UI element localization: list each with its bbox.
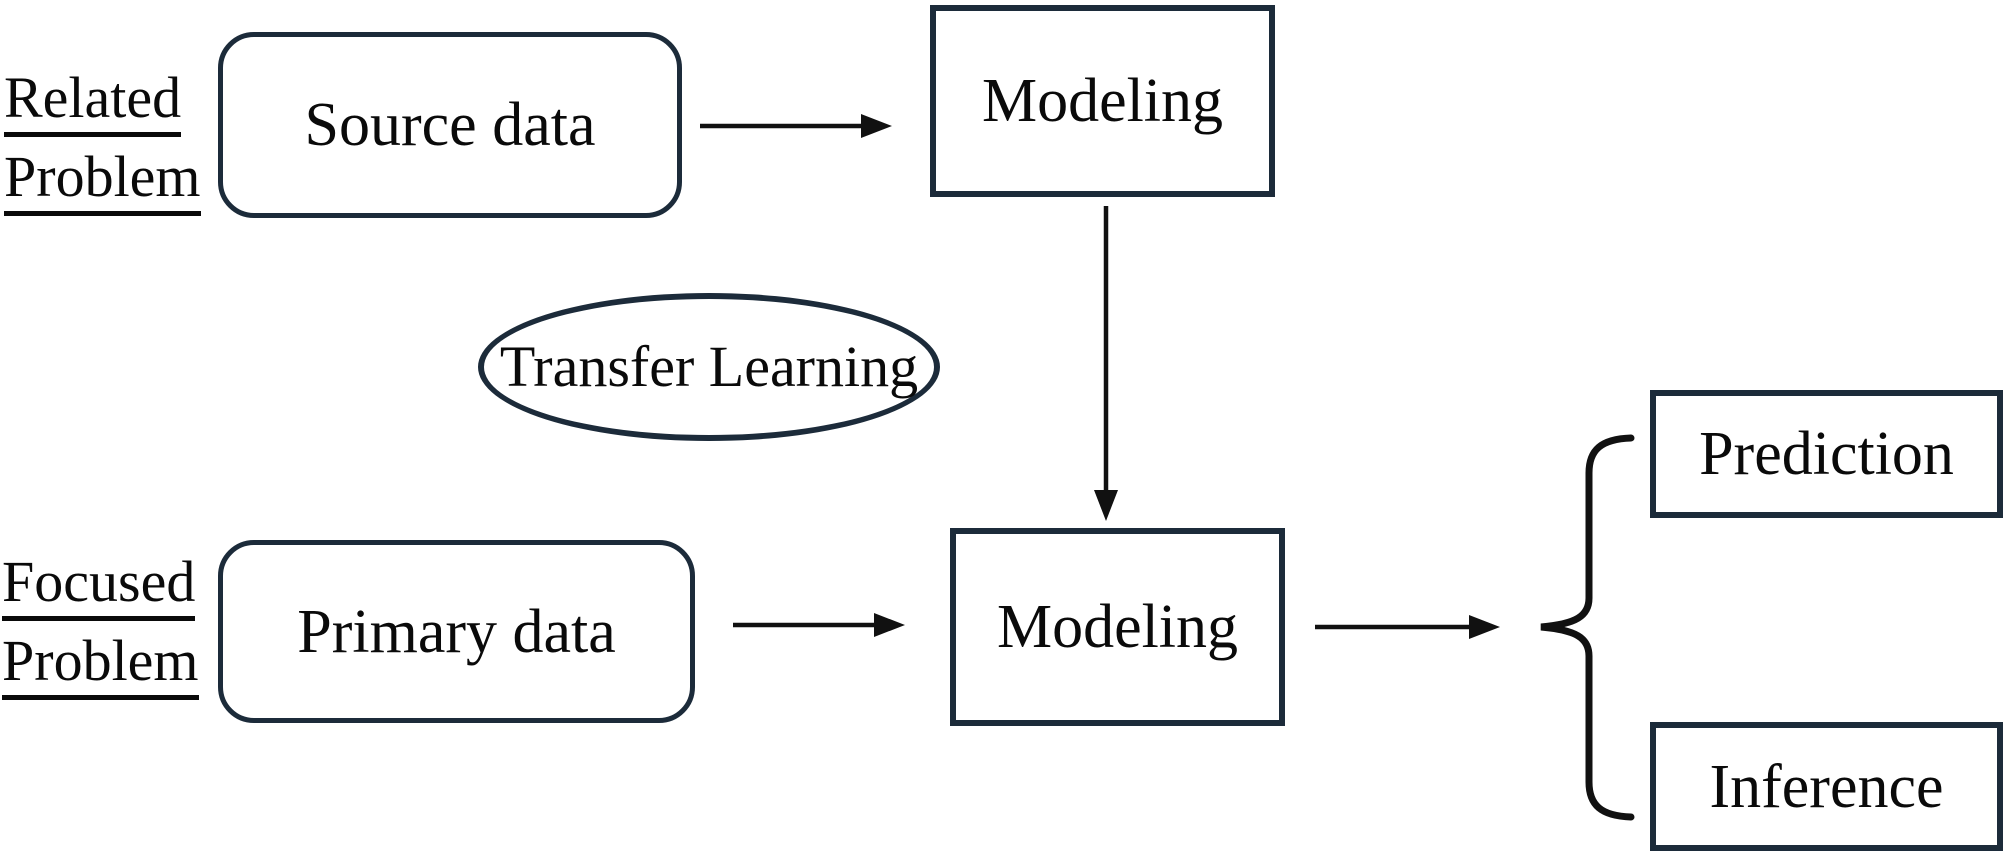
modeling-related-label: Modeling	[981, 67, 1224, 135]
modeling-focused-label: Modeling	[996, 593, 1239, 661]
related-problem-line1: Related	[4, 66, 182, 137]
node-source-data: Source data	[218, 32, 682, 218]
arrow-primary-to-modeling	[733, 613, 905, 637]
transfer-learning-label: Transfer Learning	[499, 334, 919, 399]
node-transfer-learning: Transfer Learning	[478, 293, 940, 441]
focused-problem-label: Focused Problem	[2, 550, 199, 700]
related-problem-label: Related Problem	[4, 66, 201, 216]
arrow-modeling-to-outputs	[1315, 615, 1500, 639]
arrow-source-to-modeling	[700, 114, 892, 138]
node-modeling-focused: Modeling	[950, 528, 1285, 726]
node-prediction: Prediction	[1650, 390, 2003, 518]
node-inference: Inference	[1650, 722, 2003, 851]
focused-problem-line2: Problem	[2, 628, 199, 700]
curly-brace	[1540, 434, 1635, 821]
inference-label: Inference	[1709, 752, 1944, 821]
prediction-label: Prediction	[1699, 420, 1954, 488]
source-data-label: Source data	[304, 91, 596, 159]
primary-data-label: Primary data	[297, 597, 616, 666]
related-problem-line2: Problem	[4, 144, 201, 216]
arrow-modeling-to-modeling	[1094, 206, 1118, 521]
focused-problem-line1: Focused	[2, 550, 196, 621]
node-modeling-related: Modeling	[930, 5, 1275, 197]
node-primary-data: Primary data	[218, 540, 695, 723]
